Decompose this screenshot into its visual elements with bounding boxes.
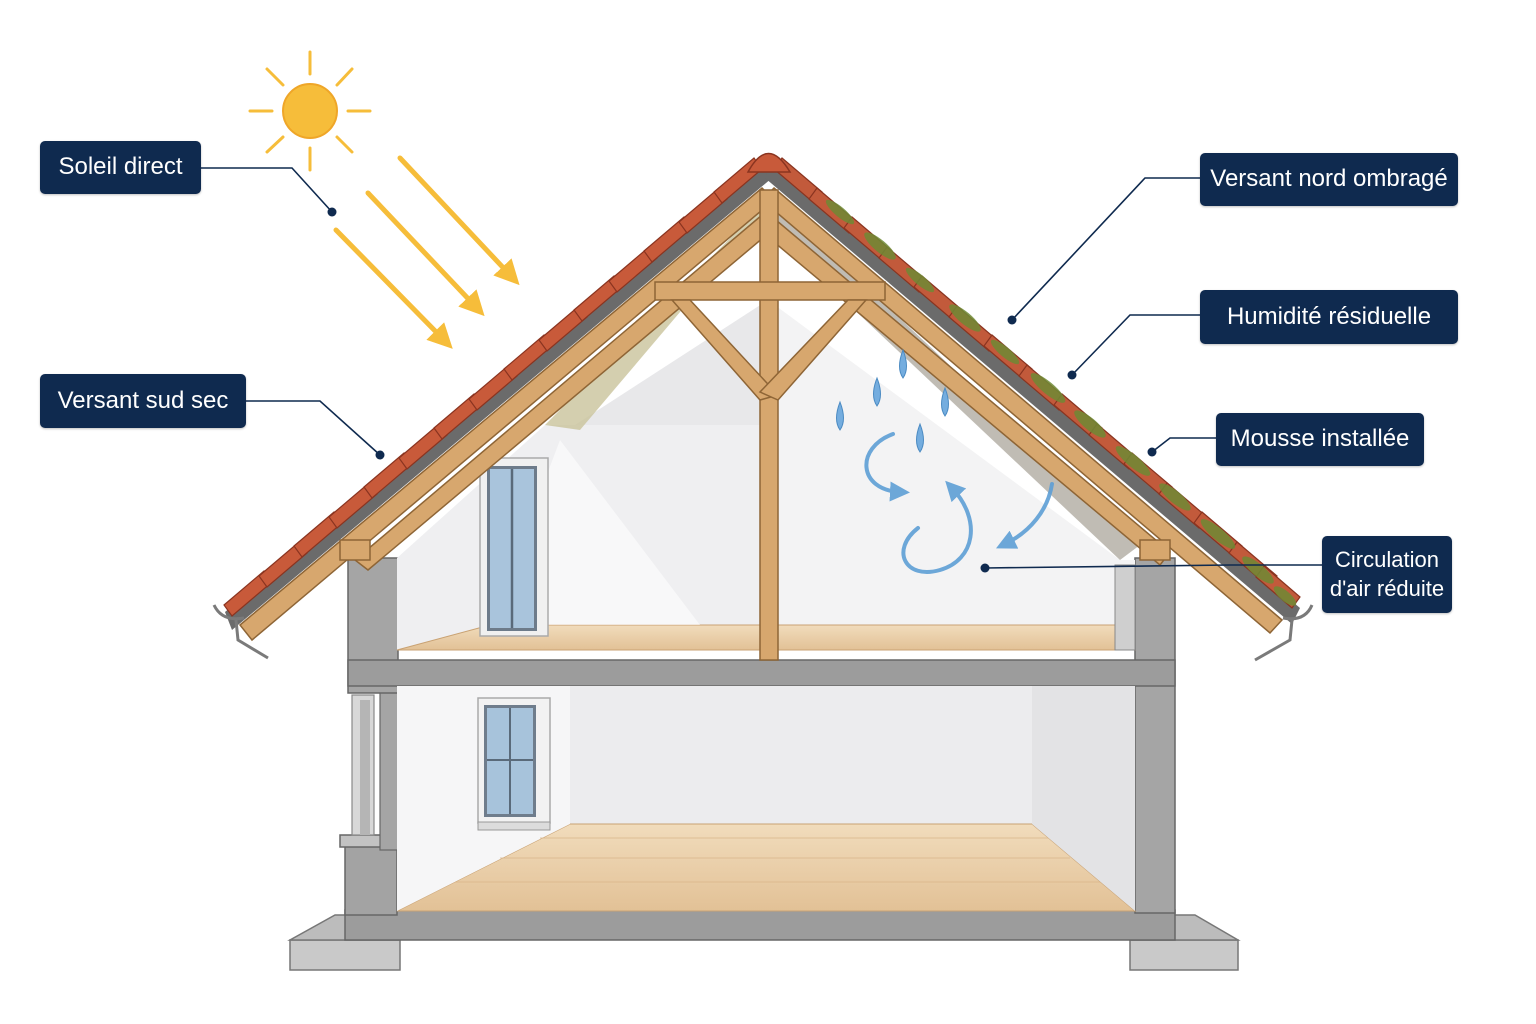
leader-south-slope (245, 400, 381, 456)
callout-north-slope: Versant nord ombragé (1200, 153, 1458, 206)
callout-anchor-dots (327, 207, 1157, 573)
sun-ray-arrows (333, 155, 520, 349)
callout-sun-label: Soleil direct (58, 153, 183, 181)
ground-floor-window (477, 697, 551, 831)
leader-north-slope (1011, 177, 1200, 321)
callout-moss-label: Mousse installée (1230, 425, 1410, 453)
concrete-walls (339, 557, 1176, 916)
callout-humidity: Humidité résiduelle (1200, 290, 1458, 344)
ridge-tile (746, 152, 792, 173)
gutters (212, 604, 1314, 662)
leader-sun (200, 167, 333, 213)
callout-south-slope-label: Versant sud sec (57, 386, 229, 414)
roof-underlayer (225, 160, 1300, 630)
water-drop-icons (836, 348, 949, 453)
north-slope-tiles (773, 157, 1301, 609)
callout-airflow-line1: Circulation (1335, 546, 1439, 572)
leader-humidity (1071, 314, 1200, 376)
timber-frame (238, 186, 1284, 661)
callout-south-slope: Versant sud sec (40, 374, 246, 428)
callout-humidity-label: Humidité résiduelle (1226, 302, 1432, 330)
leader-airflow (984, 564, 1322, 569)
attic-room (396, 300, 1137, 651)
moss-patches (825, 199, 1297, 606)
air-circulation-arrows (864, 432, 1054, 574)
callout-airflow-line2: d'air réduite (1329, 575, 1445, 601)
callout-north-slope-label: Versant nord ombragé (1210, 165, 1448, 193)
callout-airflow: Circulation d'air réduite (1322, 536, 1452, 613)
callout-moss: Mousse installée (1216, 413, 1424, 466)
callout-leader-lines (200, 167, 1322, 569)
south-slope-tiles (223, 157, 763, 617)
callout-sun: Soleil direct (40, 141, 201, 194)
foundation (287, 909, 1241, 971)
leader-moss (1151, 437, 1216, 453)
sun-icon (248, 50, 372, 172)
ground-floor-room (396, 686, 1137, 912)
